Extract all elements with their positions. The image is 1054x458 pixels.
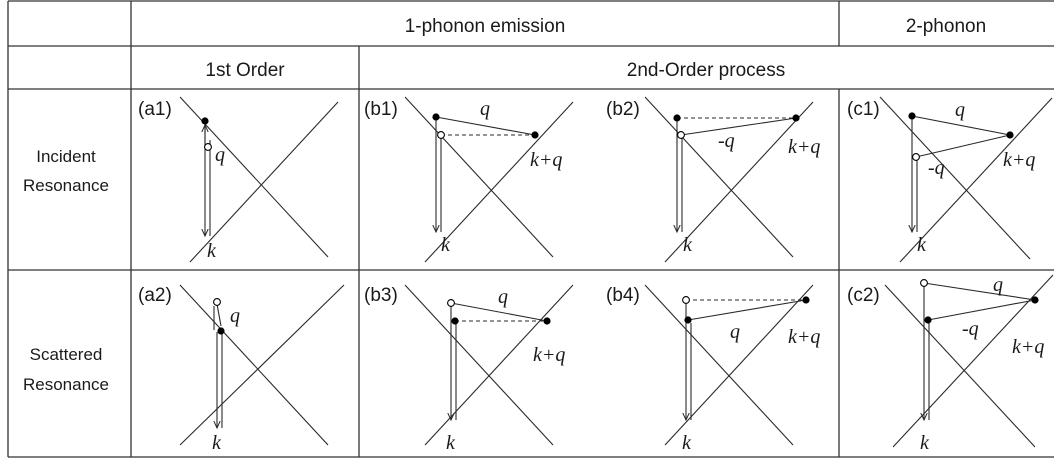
panel-label: (a1): [138, 99, 172, 120]
k-plus-q-label: k+q: [788, 326, 820, 348]
k-plus-q-label: k+q: [533, 344, 565, 366]
wavevector-k-label: k: [446, 432, 456, 454]
k-plus-q-label: k+q: [1003, 149, 1035, 171]
phonon-q-label: q: [215, 144, 225, 166]
panel-label: (b3): [364, 285, 398, 306]
panel-label: (c2): [847, 285, 880, 306]
phonon-q-label: q: [993, 274, 1003, 296]
panel-label: (c1): [847, 99, 880, 120]
panel-b4: (b4) q k+q k: [606, 284, 820, 454]
panel-a1: (a1) q k: [138, 96, 339, 263]
panel-c2: (c2) q -q k+q k: [847, 274, 1054, 454]
wavevector-k-label: k: [920, 432, 930, 454]
wavevector-k-label: k: [441, 234, 451, 256]
wavevector-k-label: k: [207, 240, 217, 262]
panel-label: (b2): [606, 99, 640, 120]
header-1-phonon-emission: 1-phonon emission: [405, 16, 566, 37]
header-1st-order: 1st Order: [205, 60, 285, 81]
panel-b3: (b3) q k+q k: [364, 284, 574, 454]
row-label-incident: Incident: [36, 147, 96, 166]
panel-label: (b4): [606, 285, 640, 306]
k-plus-q-label: k+q: [788, 136, 820, 158]
wavevector-k-label: k: [683, 234, 693, 256]
panel-label: (a2): [138, 285, 172, 306]
wavevector-k-label: k: [917, 234, 927, 256]
phonon-minus-q-label: -q: [962, 318, 979, 340]
header-2nd-order-process: 2nd-Order process: [627, 60, 785, 81]
phonon-q-label: q: [230, 305, 240, 327]
table-grid: [7, 0, 1054, 458]
header-2-phonon: 2-phonon: [906, 16, 986, 37]
phonon-q-label: q: [498, 286, 508, 308]
phonon-q-label: q: [730, 321, 740, 343]
row-label-scattered: Scattered: [30, 345, 103, 364]
phonon-q-label: q: [955, 99, 965, 121]
panel-label: (b1): [364, 99, 398, 120]
k-plus-q-label: k+q: [530, 149, 562, 171]
row-label-scattered-resonance: Resonance: [23, 375, 109, 394]
phonon-q-label: q: [480, 98, 490, 120]
panel-a2: (a2) q k: [138, 284, 345, 454]
wavevector-k-label: k: [682, 432, 692, 454]
panel-b2: (b2) -q k+q k: [606, 96, 820, 263]
panel-b1: (b1) q k+q k: [364, 96, 574, 263]
row-label-incident-resonance: Resonance: [23, 176, 109, 195]
wavevector-k-label: k: [212, 432, 222, 454]
k-plus-q-label: k+q: [1012, 336, 1044, 358]
phonon-minus-q-label: -q: [718, 130, 735, 152]
phonon-minus-q-label: -q: [928, 157, 945, 179]
panel-c1: (c1) q -q k+q k: [847, 96, 1053, 263]
